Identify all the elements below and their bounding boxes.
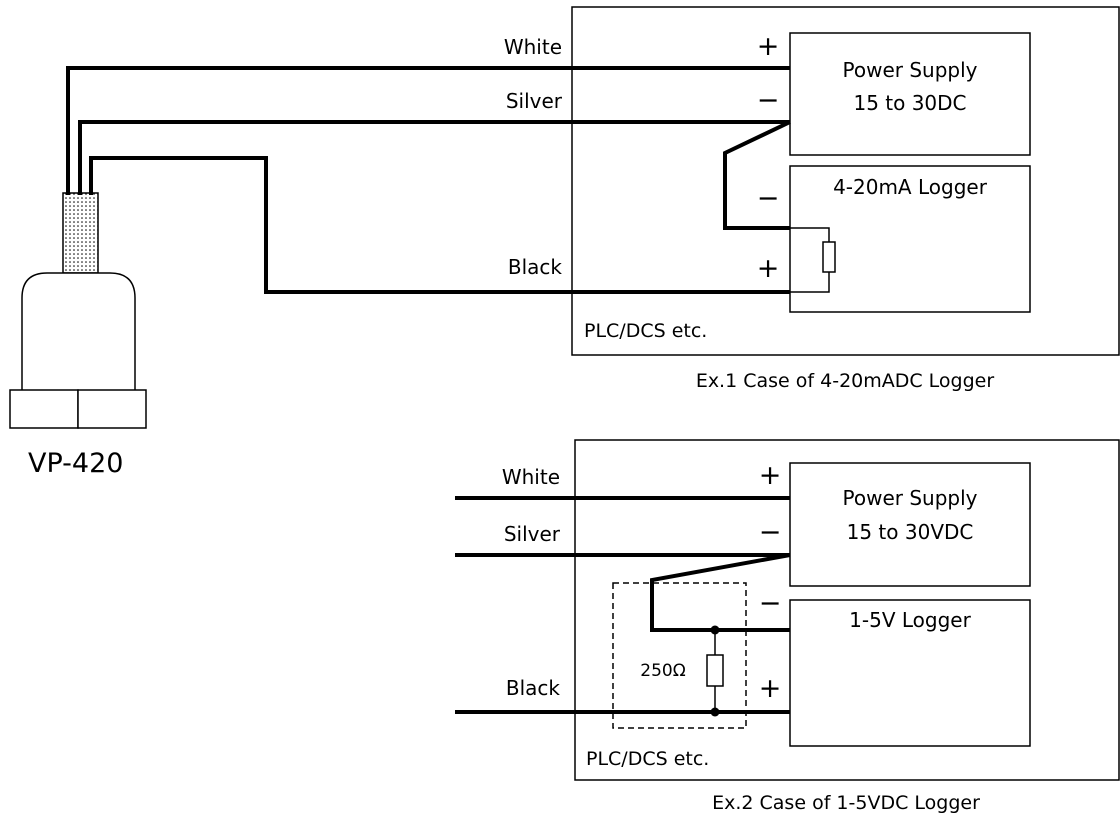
ex2-logger-minus: − — [759, 588, 782, 619]
ex1-white-label: White — [504, 35, 562, 59]
ex1-ps-line1: Power Supply — [843, 58, 978, 82]
ex2-node-bottom — [710, 707, 720, 717]
ex1-panel — [571, 6, 1120, 356]
ex2-white-label: White — [502, 465, 560, 489]
ex1-silver-wire — [78, 120, 790, 195]
ex2-resistor — [706, 654, 724, 687]
ex2-node-top — [710, 625, 720, 635]
ex2-power-supply-box — [789, 462, 1031, 587]
ex1-jumper-wire — [723, 120, 791, 230]
ex2-resistor-label: 250Ω — [640, 661, 685, 681]
sensor-vp420: VP-420 — [9, 192, 147, 479]
cable-sheath — [62, 192, 99, 274]
ex1-logger-plus: + — [757, 253, 780, 284]
ex1-panel-label: PLC/DCS etc. — [584, 320, 707, 342]
ex2-panel — [574, 439, 1120, 781]
sensor-base-right — [77, 389, 147, 429]
ex1-ps-line2: 15 to 30DC — [853, 91, 966, 115]
example-2: 250Ω White Silver Black + − − + Power Su… — [455, 439, 1120, 814]
ex1-caption: Ex.1 Case of 4-20mADC Logger — [696, 370, 995, 392]
sensor-body — [21, 272, 136, 390]
ex2-logger-plus: + — [759, 673, 782, 704]
ex2-ps-plus: + — [759, 460, 782, 491]
ex1-logger-label: 4-20mA Logger — [833, 175, 988, 199]
ex1-silver-label: Silver — [506, 89, 563, 113]
ex1-black-label: Black — [508, 255, 563, 279]
example-1: White Silver Black + − − + Power Supply … — [66, 6, 1120, 392]
ex1-ps-plus: + — [757, 31, 780, 62]
ex2-silver-label: Silver — [504, 522, 561, 546]
ex1-black-wire — [89, 156, 790, 294]
ex2-resistor-module — [612, 582, 747, 729]
ex1-shunt-leads — [790, 227, 830, 293]
sensor-base-left — [9, 389, 79, 429]
ex1-shunt-resistor — [822, 241, 836, 273]
ex2-panel-label: PLC/DCS etc. — [586, 748, 709, 770]
ex1-white-wire — [66, 66, 790, 195]
ex1-power-supply-box — [789, 32, 1031, 156]
ex2-jumper-wire — [650, 553, 791, 632]
ex2-ps-minus: − — [759, 517, 782, 548]
sensor-label: VP-420 — [28, 448, 123, 479]
ex2-logger-box — [789, 599, 1031, 747]
ex2-ps-line1: Power Supply — [843, 486, 978, 510]
ex2-black-label: Black — [506, 676, 561, 700]
ex2-logger-label: 1-5V Logger — [849, 608, 971, 632]
ex2-caption: Ex.2 Case of 1-5VDC Logger — [712, 792, 980, 814]
ex1-logger-minus: − — [757, 183, 780, 214]
ex1-ps-minus: − — [757, 85, 780, 116]
ex2-ps-line2: 15 to 30VDC — [847, 520, 974, 544]
ex1-logger-box — [789, 165, 1031, 313]
